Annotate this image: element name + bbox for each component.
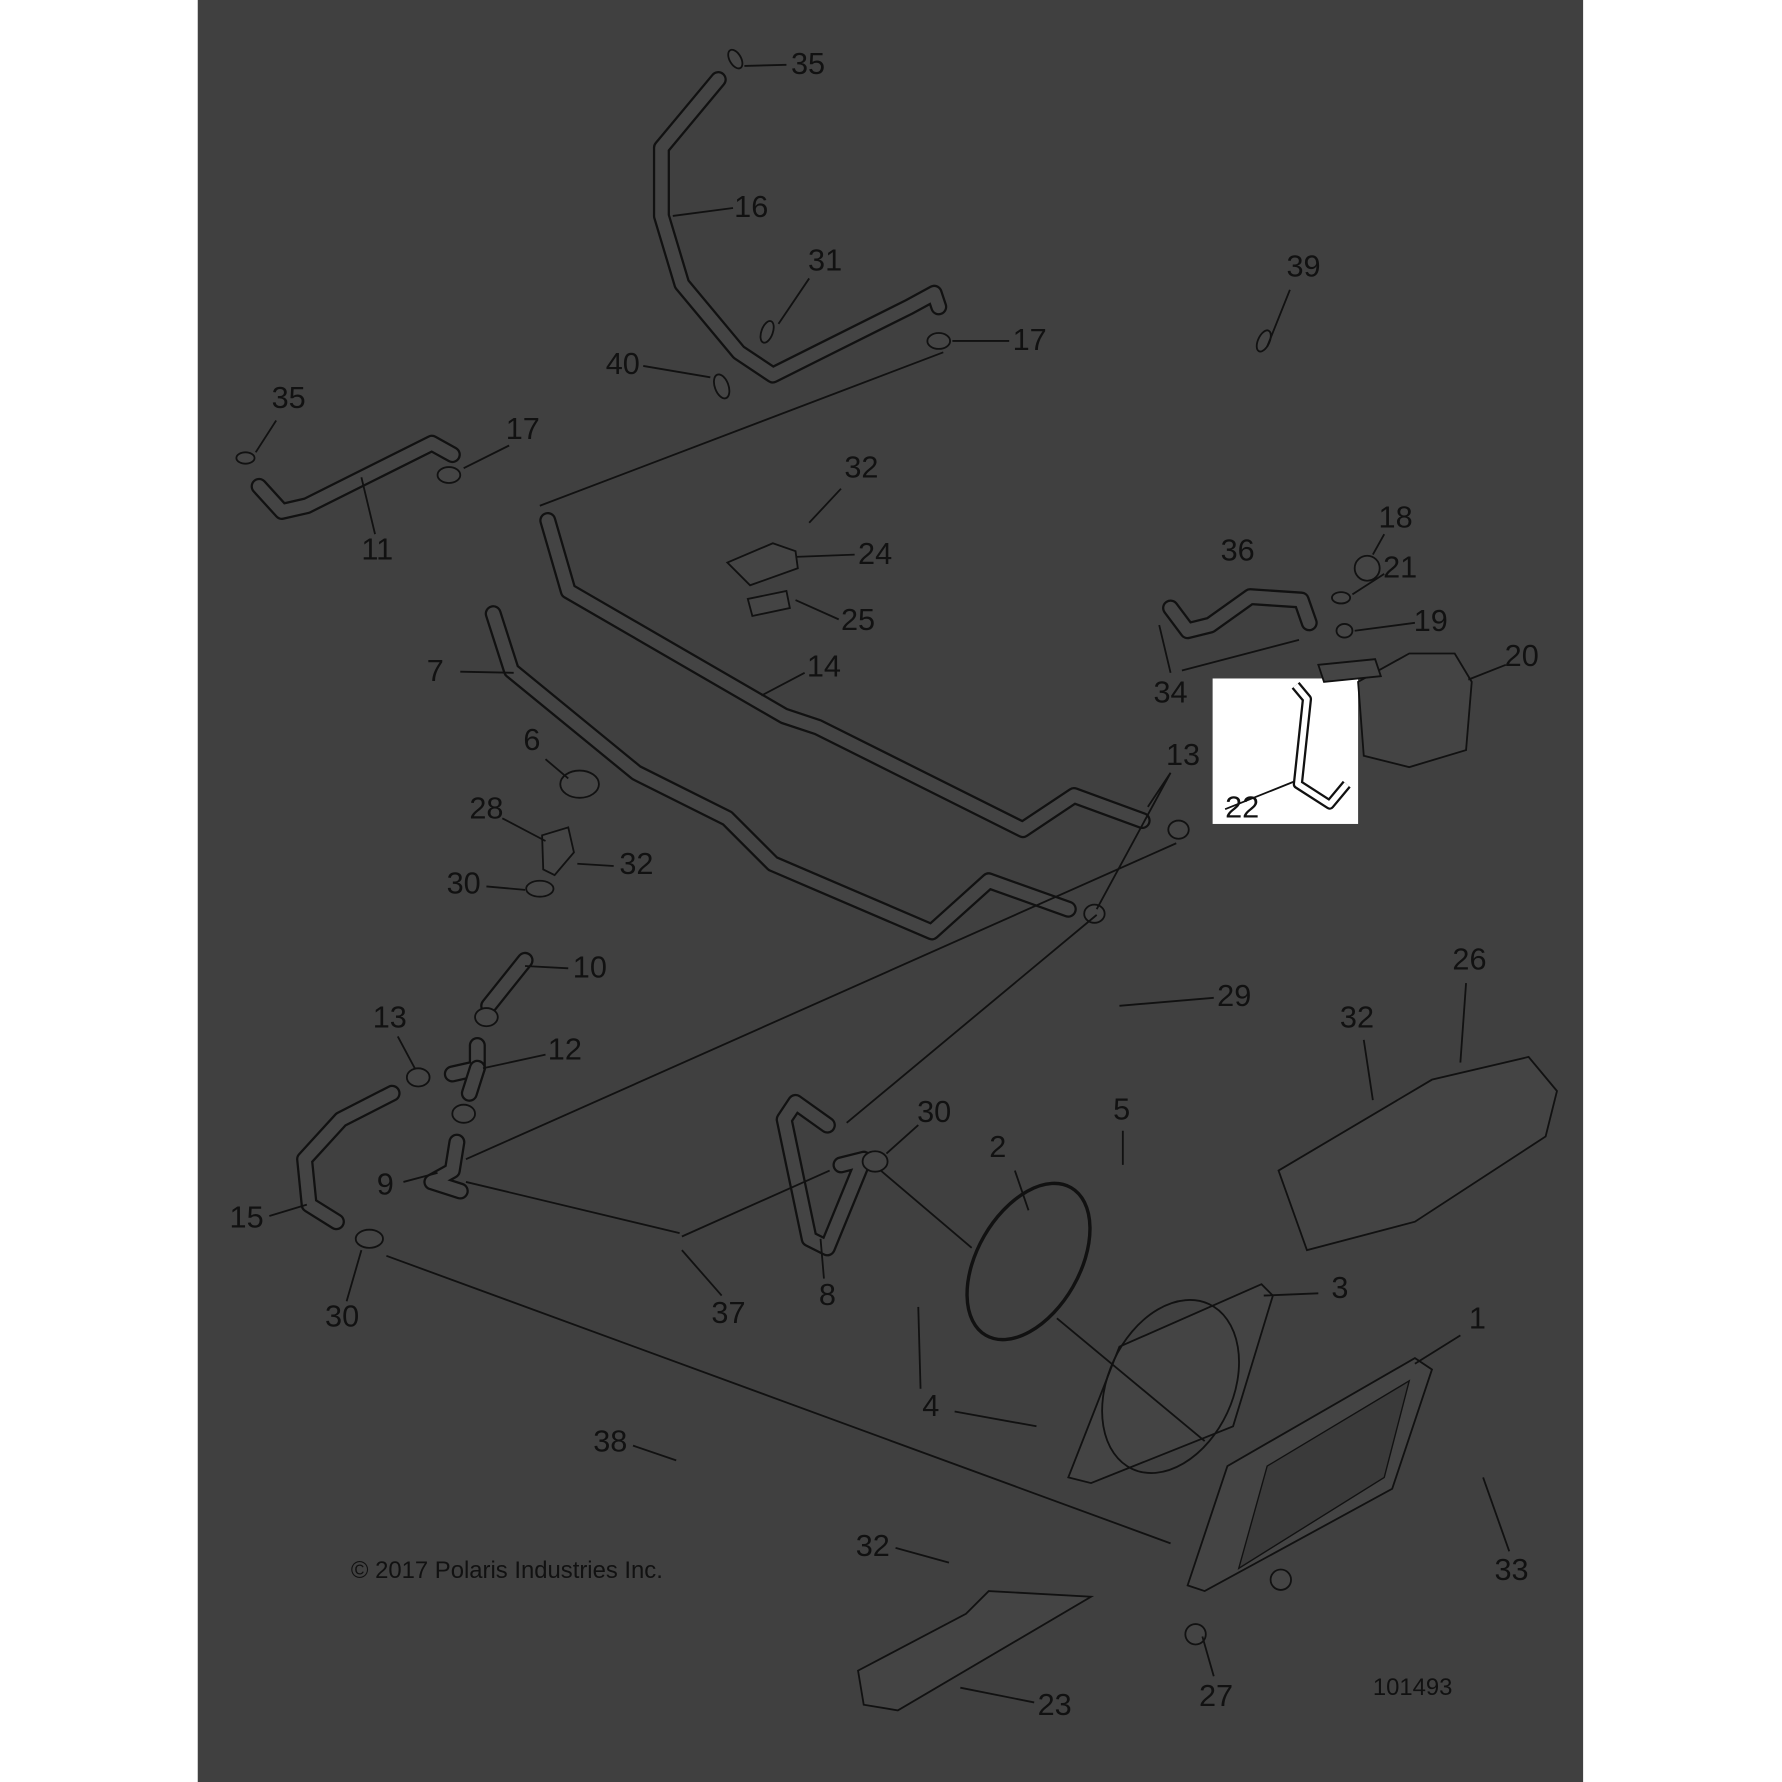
callout-36[interactable]: 36 bbox=[1221, 532, 1255, 567]
callout-5[interactable]: 5 bbox=[1113, 1092, 1130, 1127]
fan-2[interactable] bbox=[942, 1162, 1116, 1361]
callout-39[interactable]: 39 bbox=[1286, 248, 1320, 283]
figure-number: 101493 bbox=[1373, 1674, 1453, 1701]
callout-8[interactable]: 8 bbox=[819, 1277, 836, 1312]
fitting-12[interactable] bbox=[443, 1037, 486, 1102]
hose-36[interactable] bbox=[1162, 588, 1318, 640]
callout-23[interactable]: 23 bbox=[1038, 1687, 1072, 1722]
clip-24[interactable] bbox=[725, 542, 799, 587]
callout-38[interactable]: 38 bbox=[593, 1423, 627, 1458]
callout-32[interactable]: 32 bbox=[856, 1528, 890, 1563]
callout-19[interactable]: 19 bbox=[1414, 603, 1448, 638]
callout-labels: 35 16 31 17 40 39 35 17 11 32 24 25 18 2… bbox=[230, 46, 1539, 1722]
callout-30[interactable]: 30 bbox=[447, 865, 481, 900]
bracket-26[interactable] bbox=[1277, 1055, 1558, 1252]
hose-11[interactable] bbox=[250, 434, 461, 520]
hose-10[interactable] bbox=[480, 951, 534, 1015]
callout-18[interactable]: 18 bbox=[1379, 499, 1413, 534]
callout-17[interactable]: 17 bbox=[506, 411, 540, 446]
callout-30[interactable]: 30 bbox=[325, 1298, 359, 1333]
callout-4[interactable]: 4 bbox=[922, 1388, 939, 1423]
hose-14[interactable] bbox=[539, 511, 1151, 839]
callout-32[interactable]: 32 bbox=[1340, 1000, 1374, 1035]
callout-6[interactable]: 6 bbox=[523, 722, 540, 757]
callout-9[interactable]: 9 bbox=[377, 1167, 394, 1202]
leader-lines bbox=[254, 63, 1511, 1704]
callout-35[interactable]: 35 bbox=[791, 46, 825, 81]
callout-28[interactable]: 28 bbox=[469, 790, 503, 825]
callout-15[interactable]: 15 bbox=[230, 1200, 264, 1235]
hose-22[interactable] bbox=[1291, 682, 1351, 810]
callout-32[interactable]: 32 bbox=[619, 846, 653, 881]
radiator-1[interactable] bbox=[1186, 1357, 1434, 1593]
coolant-reservoir-20[interactable] bbox=[1317, 554, 1473, 769]
callout-17[interactable]: 17 bbox=[1013, 322, 1047, 357]
clamps[interactable] bbox=[235, 47, 1292, 1646]
hose-16[interactable] bbox=[652, 71, 948, 384]
callout-11[interactable]: 11 bbox=[361, 531, 393, 566]
callout-14[interactable]: 14 bbox=[807, 648, 841, 683]
callout-25[interactable]: 25 bbox=[841, 602, 875, 637]
hose-9[interactable] bbox=[423, 1133, 469, 1200]
callout-16[interactable]: 16 bbox=[734, 189, 768, 224]
callout-26[interactable]: 26 bbox=[1452, 942, 1486, 977]
callout-37[interactable]: 37 bbox=[711, 1295, 745, 1330]
callout-10[interactable]: 10 bbox=[573, 950, 607, 985]
callout-12[interactable]: 12 bbox=[548, 1031, 582, 1066]
callout-31[interactable]: 31 bbox=[808, 243, 842, 278]
callout-2[interactable]: 2 bbox=[989, 1129, 1006, 1164]
callout-29[interactable]: 29 bbox=[1217, 978, 1251, 1013]
radiator-cap-6[interactable] bbox=[559, 769, 600, 799]
callout-1[interactable]: 1 bbox=[1469, 1301, 1486, 1336]
callout-33[interactable]: 33 bbox=[1494, 1552, 1528, 1587]
callout-13[interactable]: 13 bbox=[1166, 737, 1200, 772]
copyright-notice: © 2017 Polaris Industries Inc. bbox=[351, 1557, 663, 1584]
callout-3[interactable]: 3 bbox=[1331, 1270, 1348, 1305]
filler-neck-28[interactable] bbox=[541, 826, 575, 877]
callout-30[interactable]: 30 bbox=[917, 1094, 951, 1129]
callout-32[interactable]: 32 bbox=[844, 449, 878, 484]
callout-20[interactable]: 20 bbox=[1505, 638, 1539, 673]
callout-35[interactable]: 35 bbox=[272, 380, 306, 415]
callout-24[interactable]: 24 bbox=[858, 536, 892, 571]
bracket-23[interactable] bbox=[857, 1590, 1095, 1712]
callout-7[interactable]: 7 bbox=[427, 653, 444, 688]
callout-27[interactable]: 27 bbox=[1199, 1678, 1233, 1713]
callout-22[interactable]: 22 bbox=[1225, 789, 1259, 824]
callout-34[interactable]: 34 bbox=[1154, 674, 1188, 709]
callout-21[interactable]: 21 bbox=[1383, 549, 1417, 584]
pad-25[interactable] bbox=[746, 589, 791, 618]
hose-15[interactable] bbox=[296, 1084, 401, 1231]
hose-7[interactable] bbox=[484, 605, 1077, 941]
callout-40[interactable]: 40 bbox=[606, 346, 640, 381]
diagram-background bbox=[197, 0, 1584, 1782]
callout-13[interactable]: 13 bbox=[373, 1000, 407, 1035]
